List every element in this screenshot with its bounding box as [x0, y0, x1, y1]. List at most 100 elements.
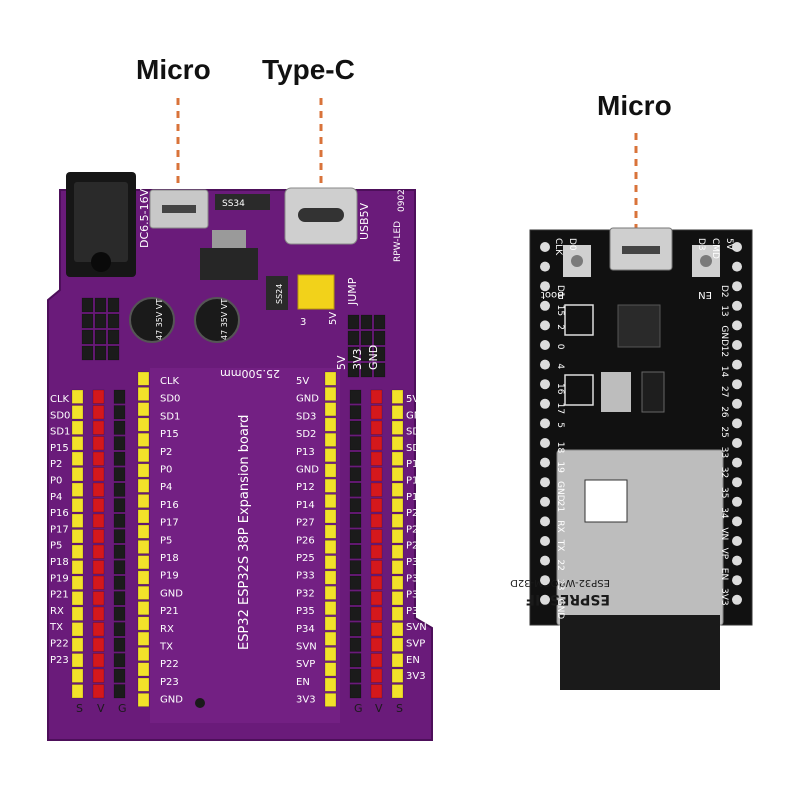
- right-power-pin: [370, 668, 383, 683]
- esp32-left-pin: [540, 379, 550, 390]
- left-inner-pin-label: TX: [159, 642, 173, 653]
- left-signal-pin: [71, 622, 84, 637]
- esp32-left-pin-label: 23: [555, 579, 565, 590]
- left-ground-pin: [113, 467, 126, 482]
- callout-micro-left: Micro: [136, 54, 211, 85]
- esp32-left-pin-label: 21: [555, 501, 565, 512]
- esp32-top-right-label: D3: [696, 238, 706, 251]
- esp32-top-right-label: 5V: [724, 238, 734, 251]
- center-right-pin: [324, 402, 337, 417]
- left-signal-pin: [71, 513, 84, 528]
- right-inner-pin-label: P34: [296, 624, 315, 635]
- center-right-pin: [324, 570, 337, 585]
- callout-micro-right: Micro: [597, 90, 672, 121]
- center-left-pin: [137, 448, 150, 463]
- right-edge-pin-label: P14: [406, 492, 425, 503]
- right-signal-pin: [391, 389, 404, 404]
- center-right-pin: [324, 677, 337, 692]
- left-power-pin: [92, 498, 105, 513]
- center-right-pin: [324, 693, 337, 707]
- esp32-left-pin: [540, 536, 550, 546]
- center-left-pin: [137, 616, 150, 631]
- left-pin-rows: [71, 389, 126, 699]
- center-left-pin: [137, 463, 150, 478]
- power-header-pin: [347, 362, 360, 378]
- left-ground-pin: [113, 389, 126, 404]
- jumper-right-label: 5V: [328, 312, 339, 325]
- power-header-pin: [373, 362, 386, 378]
- ss34-label: SS34: [222, 199, 245, 209]
- right-edge-pin-label: P26: [406, 524, 425, 535]
- center-right-pin: [324, 540, 337, 554]
- right-inner-pin-label: GND: [296, 465, 319, 476]
- capacitor-2: [194, 297, 240, 343]
- mounting-dot: [195, 698, 205, 708]
- regulator-chip: [601, 372, 631, 412]
- esp32-right-pin-label: 14: [719, 366, 729, 378]
- esp32-right-pin-label: 34: [719, 507, 729, 519]
- right-edge-pin-label: P34: [406, 606, 425, 617]
- esp32-right-pin: [732, 477, 742, 488]
- right-signal-pin: [391, 637, 404, 652]
- left-ground-pin: [113, 606, 126, 621]
- esp32-left-pin: [540, 575, 550, 586]
- right-ground-pin: [349, 560, 362, 575]
- center-right-pin: [324, 616, 337, 631]
- esp32-left-pin-label: D1: [555, 285, 565, 298]
- power-header-pin: [360, 314, 373, 330]
- center-left-pin: [137, 509, 150, 524]
- left-power-pin: [92, 436, 105, 451]
- right-inner-pin-label: SVP: [296, 659, 315, 670]
- esp32-right-pin-label: VN: [719, 527, 729, 540]
- center-left-pin: [137, 540, 150, 554]
- center-left-pin: [137, 647, 150, 661]
- right-signal-pin: [391, 420, 404, 435]
- esp32-right-pin: [732, 438, 742, 448]
- left-ground-pin: [113, 513, 126, 528]
- left-signal-pin: [71, 482, 84, 497]
- small-header-pin: [107, 345, 120, 361]
- left-edge-pin-label: TX: [49, 622, 63, 633]
- esp32-right-pin: [732, 418, 742, 429]
- right-ground-pin: [349, 467, 362, 482]
- center-left-pin: [137, 677, 150, 692]
- esp32-left-pin: [540, 261, 550, 272]
- esp32-right-pin-label: 12: [719, 346, 729, 357]
- leader-lines: [176, 98, 638, 238]
- right-inner-pin-label: P13: [296, 447, 315, 458]
- left-ground-pin: [113, 668, 126, 683]
- esp32-right-pin-label: EN: [719, 568, 729, 580]
- right-power-pin: [370, 544, 383, 559]
- small-header-pin: [94, 313, 107, 329]
- row-label-right: G: [354, 702, 363, 715]
- left-power-pin: [92, 560, 105, 575]
- esp32-top-left-label: CLK: [553, 238, 563, 256]
- esp32-left-pin-label: GND: [555, 599, 565, 620]
- center-left-pin: [137, 601, 150, 616]
- esp32-left-pin: [540, 555, 550, 566]
- left-ground-pin: [113, 653, 126, 668]
- expansion-board: DC6.5-16V USB5V RPW-LED 0902 JUMP SS34 S…: [47, 172, 433, 741]
- left-inner-pin-label: CLK: [160, 376, 180, 387]
- left-power-pin: [92, 529, 105, 544]
- left-edge-pin-label: P4: [50, 492, 62, 503]
- right-inner-pin-label: EN: [296, 677, 310, 688]
- row-label-left: S: [76, 702, 83, 715]
- usb-label: USB5V: [358, 202, 371, 240]
- center-left-pin: [137, 417, 150, 432]
- left-inner-pin-label: P19: [160, 571, 179, 582]
- esp32-left-pin: [540, 457, 550, 468]
- left-ground-pin: [113, 684, 126, 699]
- right-ground-pin: [349, 436, 362, 451]
- esp32-left-pin: [540, 359, 550, 370]
- right-pin-rows: [349, 389, 404, 699]
- right-signal-pin: [391, 684, 404, 699]
- esp32-right-pin: [732, 398, 742, 409]
- right-signal-pin: [391, 405, 404, 420]
- right-power-pin: [370, 637, 383, 652]
- esp32-right-pin-label: GND: [719, 325, 729, 346]
- center-left-pin: [137, 570, 150, 585]
- right-power-pin: [370, 684, 383, 699]
- right-power-pin: [370, 653, 383, 668]
- left-edge-pin-label: P16: [50, 508, 69, 519]
